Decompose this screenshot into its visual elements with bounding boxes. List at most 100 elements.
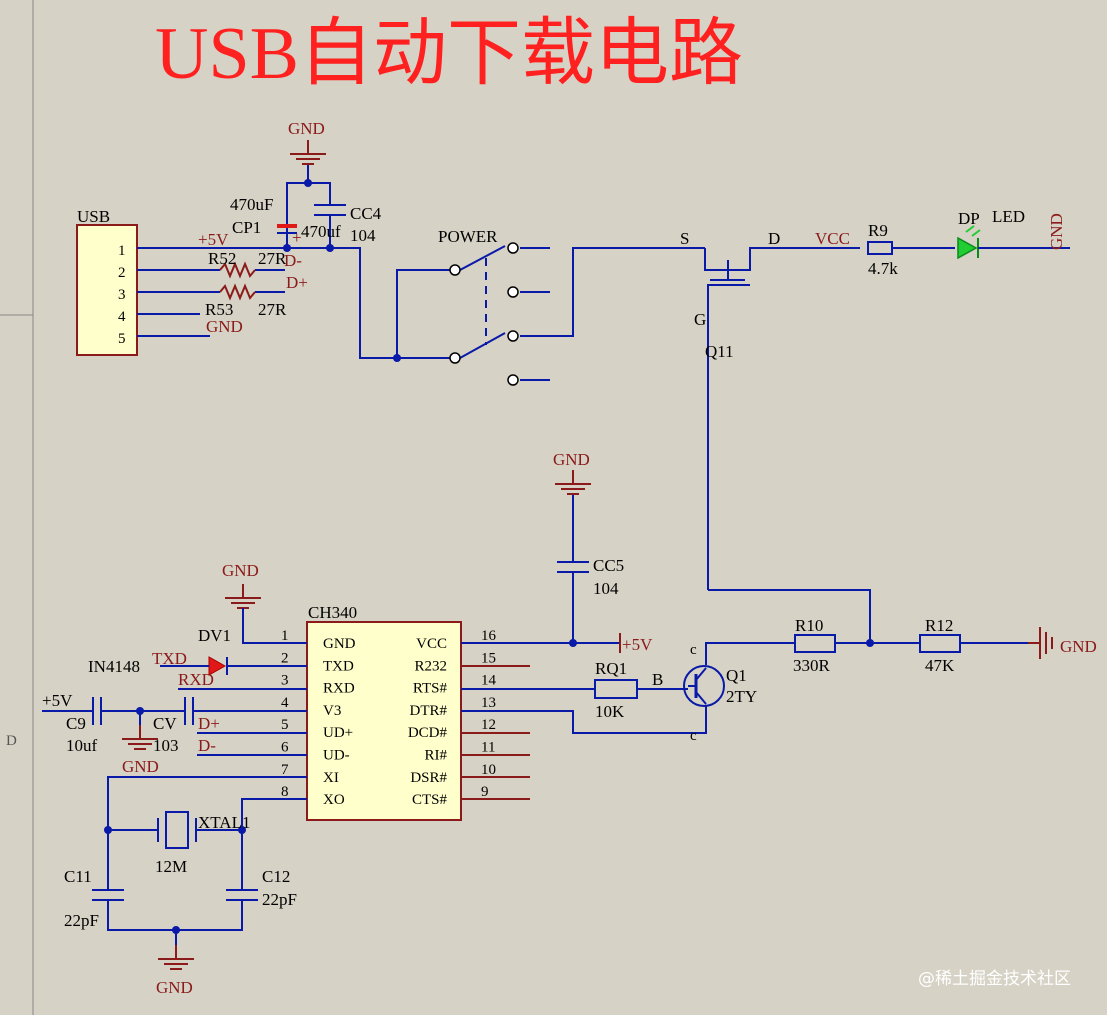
- net-d-plus: D+: [286, 273, 308, 292]
- ch340-left-pin-name: V3: [323, 703, 341, 719]
- r53-value: 27R: [258, 300, 287, 319]
- r52-symbol: [219, 261, 256, 279]
- gnd-label-ch340: GND: [222, 561, 259, 580]
- xtal-ref: XTAL1: [198, 813, 250, 832]
- usb-pin-4: 4: [118, 309, 126, 325]
- junction-dots-usb: [283, 179, 401, 362]
- ch340-right-pin-name: RI#: [425, 748, 448, 764]
- ch340-right-pin-num: 9: [481, 784, 489, 800]
- cc5-value: 104: [593, 579, 619, 598]
- power-switch[interactable]: [396, 245, 700, 381]
- net-gnd-usb: GND: [206, 317, 243, 336]
- ch340-left-pin-num: 3: [281, 673, 289, 689]
- ch340-right-pin-name: DSR#: [410, 770, 447, 786]
- q1-c: c: [690, 642, 697, 658]
- net-plus5v-c9: +5V: [42, 691, 73, 710]
- ch340-left-pin-num: 1: [281, 628, 289, 644]
- dv1-value: IN4148: [88, 657, 140, 676]
- cp1-plate: [277, 224, 297, 228]
- r9-ref: R9: [868, 221, 888, 240]
- r53-symbol: [219, 283, 256, 301]
- ch340-right-pin-num: 11: [481, 740, 495, 756]
- gnd-symbol-top: [289, 139, 327, 165]
- zone-marker: D: [6, 733, 17, 749]
- cp1-ref: CP1: [232, 218, 261, 237]
- q1-ref: Q1: [726, 666, 747, 685]
- net-plus5v-vcc: +5V: [622, 635, 653, 654]
- cc4-value: 104: [350, 226, 376, 245]
- r52-ref: R52: [208, 249, 236, 268]
- c9-value: 10uf: [66, 736, 98, 755]
- r10-value: 330R: [793, 656, 831, 675]
- usb-connector: [76, 224, 138, 356]
- watermark: @稀土掘金技术社区: [918, 969, 1071, 989]
- gnd-label-xtal: GND: [156, 978, 193, 997]
- q11-s: S: [680, 229, 689, 248]
- ch340-left-pin-name: XO: [323, 792, 345, 808]
- crystal-wires: [92, 776, 307, 945]
- ch340-right-pin-num: 15: [481, 650, 496, 666]
- usb-pin-2: 2: [118, 265, 126, 281]
- net-ud-plus: D+: [198, 714, 220, 733]
- r12-value: 47K: [925, 656, 955, 675]
- xtal-value: 12M: [155, 857, 187, 876]
- ch340-left-pin-num: 7: [281, 762, 289, 778]
- ch340-right-pin-name: VCC: [416, 636, 447, 652]
- ch340-right-wires: [461, 495, 1028, 734]
- cc5-ref: CC5: [593, 556, 624, 575]
- cp1-plus: +: [292, 228, 302, 247]
- q11-mosfet: [700, 247, 860, 590]
- ch340-left-pin-name: UD+: [323, 725, 353, 741]
- ch340-left-pin-name: GND: [323, 636, 356, 652]
- ch340-right-pin-num: 13: [481, 695, 496, 711]
- ch340-left-pin-num: 4: [281, 695, 289, 711]
- ch340-right-pin-num: 16: [481, 628, 497, 644]
- gnd-label-top: GND: [288, 119, 325, 138]
- gnd-label-led: GND: [1047, 213, 1066, 250]
- ch340-right-pin-name: DCD#: [408, 725, 448, 741]
- q1-value: 2TY: [726, 687, 757, 706]
- rq1-ref: RQ1: [595, 659, 627, 678]
- q1-b: B: [652, 670, 663, 689]
- net-d-minus: D-: [284, 251, 302, 270]
- c9-ref: C9: [66, 714, 86, 733]
- q11-g: G: [694, 310, 706, 329]
- dv1-ref: DV1: [198, 626, 231, 645]
- gnd-label-c9: GND: [122, 757, 159, 776]
- cv-ref: CV: [153, 714, 177, 733]
- c11-ref: C11: [64, 867, 92, 886]
- gnd-symbol-xtal: [157, 944, 195, 970]
- r10-symbol: [794, 634, 836, 653]
- ch340-left-pin-name: UD-: [323, 748, 350, 764]
- q1-symbol: [683, 665, 725, 707]
- q1-e: c: [690, 728, 697, 744]
- ch340-right-pin-num: 10: [481, 762, 496, 778]
- ch340-ref: CH340: [308, 603, 357, 622]
- usb-pin-5: 5: [118, 331, 126, 347]
- ch340-right-pin-name: CTS#: [412, 792, 448, 808]
- cv-value: 103: [153, 736, 179, 755]
- ch340-left-pin-name: XI: [323, 770, 339, 786]
- usb-label: USB: [77, 207, 110, 226]
- c12-ref: C12: [262, 867, 290, 886]
- ch340-left-pin-num: 5: [281, 717, 289, 733]
- r12-ref: R12: [925, 616, 953, 635]
- ch340-left-pin-num: 8: [281, 784, 289, 800]
- q11-d: D: [768, 229, 780, 248]
- net-vcc: VCC: [815, 229, 850, 248]
- c11-value: 22pF: [64, 911, 99, 930]
- gnd-symbol-cc5: [554, 469, 592, 495]
- dp-value: LED: [992, 207, 1025, 226]
- gnd-label-cc5: GND: [553, 450, 590, 469]
- r9-symbol: [867, 241, 893, 255]
- led-dp-symbol: [957, 236, 978, 260]
- cc4-ref: CC4: [350, 204, 382, 223]
- r52-value: 27R: [258, 249, 287, 268]
- usb-pin-3: 3: [118, 287, 126, 303]
- ch340-left-pin-name: RXD: [323, 681, 355, 697]
- ch340-right-pin-name: RTS#: [413, 681, 448, 697]
- ch340-left-pin-num: 2: [281, 650, 289, 666]
- power-ref: POWER: [438, 227, 498, 246]
